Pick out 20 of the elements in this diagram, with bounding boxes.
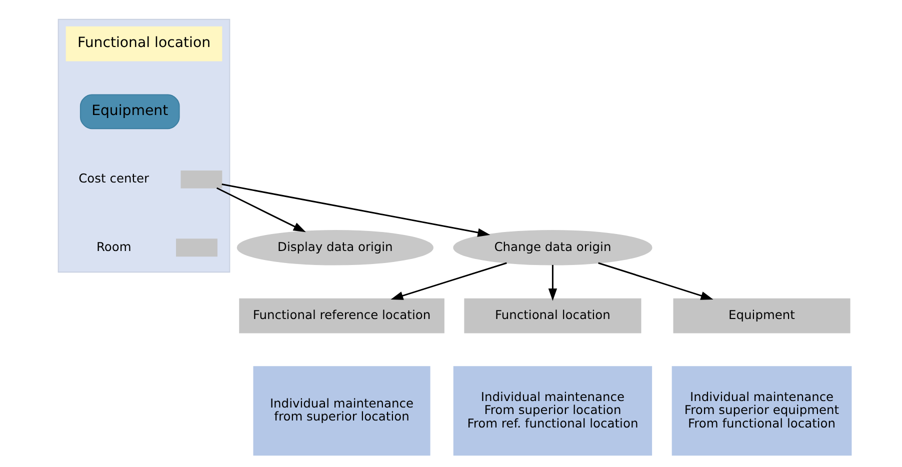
node-ellipse: Display data origin: [236, 230, 434, 266]
node-box: [180, 170, 222, 188]
arrow: [548, 264, 558, 301]
node-box: Individual maintenance From superior equipment From functional location: [672, 366, 852, 456]
cluster: [58, 18, 230, 273]
node-text: Room: [96, 240, 132, 254]
arrow: [216, 187, 306, 232]
node-box: Individual maintenance from superior location: [253, 366, 430, 456]
arrow: [222, 184, 490, 237]
node-box: Functional location: [464, 298, 642, 334]
node-box: [176, 238, 218, 257]
node-text: Cost center: [78, 172, 150, 186]
arrow: [390, 262, 507, 300]
arrow: [598, 262, 714, 300]
node-box: Equipment: [80, 94, 180, 130]
node-ellipse: Change data origin: [453, 230, 652, 266]
node-box: Individual maintenance From superior location From ref. functional location: [453, 366, 652, 456]
node-box: Equipment: [673, 298, 850, 334]
node-box: Functional location: [66, 26, 222, 62]
node-box: Functional reference location: [239, 298, 444, 334]
